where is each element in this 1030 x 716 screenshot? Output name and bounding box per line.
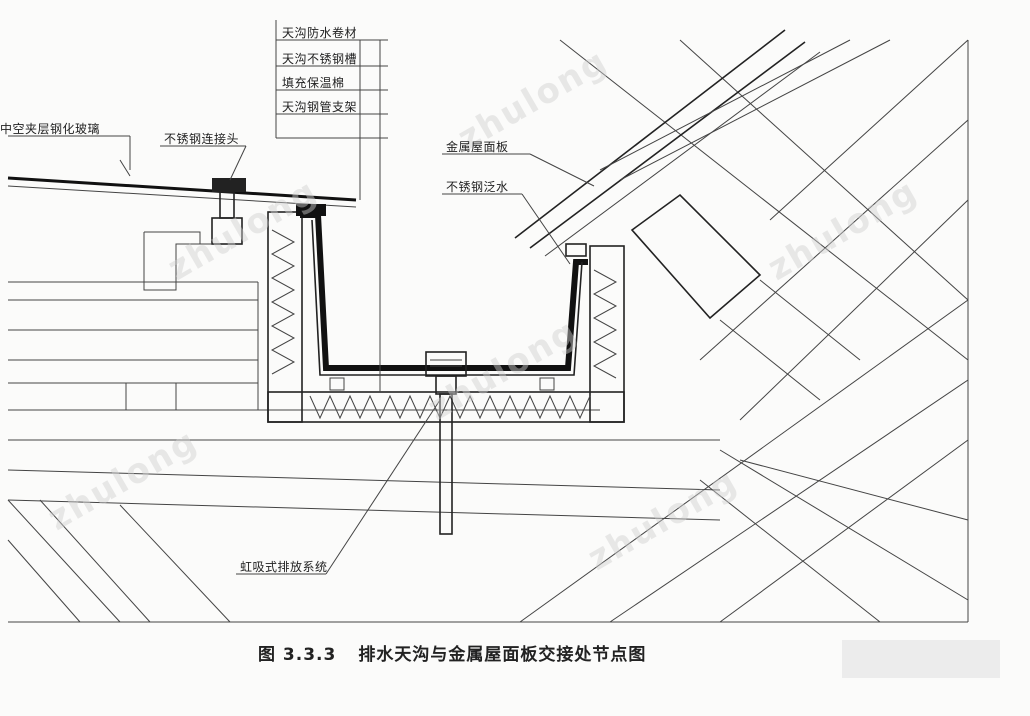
label-siphon-drainage: 虹吸式排放系统 [240,560,328,574]
diagonal-members-left [7,499,231,623]
right-wall [589,245,625,423]
left-wall [267,211,303,423]
drain-pipe [439,393,453,535]
blurred-region [842,640,1000,678]
purlin-box [630,193,762,320]
base-insulation [267,391,625,423]
gutter-assembly [267,40,625,535]
figure-number: 图 3.3.3 [258,645,337,665]
figure-caption: 图 3.3.3 排水天沟与金属屋面板交接处节点图 [258,640,646,665]
label-filler-rockwool: 填充保温棉 [282,76,345,90]
leader-lines [8,20,595,575]
label-ss-flashing: 不锈钢泛水 [446,180,509,194]
label-gutter-ss-plate: 天沟不锈钢槽 [282,52,358,66]
label-gutter-steel-bracket: 天沟钢管支架 [282,100,358,114]
figure-title: 排水天沟与金属屋面板交接处节点图 [358,645,647,665]
metal-roof-panel [514,29,891,401]
structural-beams [7,281,721,521]
label-gutter-membrane: 天沟防水卷材 [282,26,358,40]
roof-rafters-right [519,39,969,623]
glass-roof-panel [7,159,357,291]
label-ss-connector: 不锈钢连接头 [164,132,240,146]
label-metal-roof-panel: 金属屋面板 [446,140,509,154]
label-interlayer-glass: 中空夹层钢化玻璃 [0,122,101,136]
